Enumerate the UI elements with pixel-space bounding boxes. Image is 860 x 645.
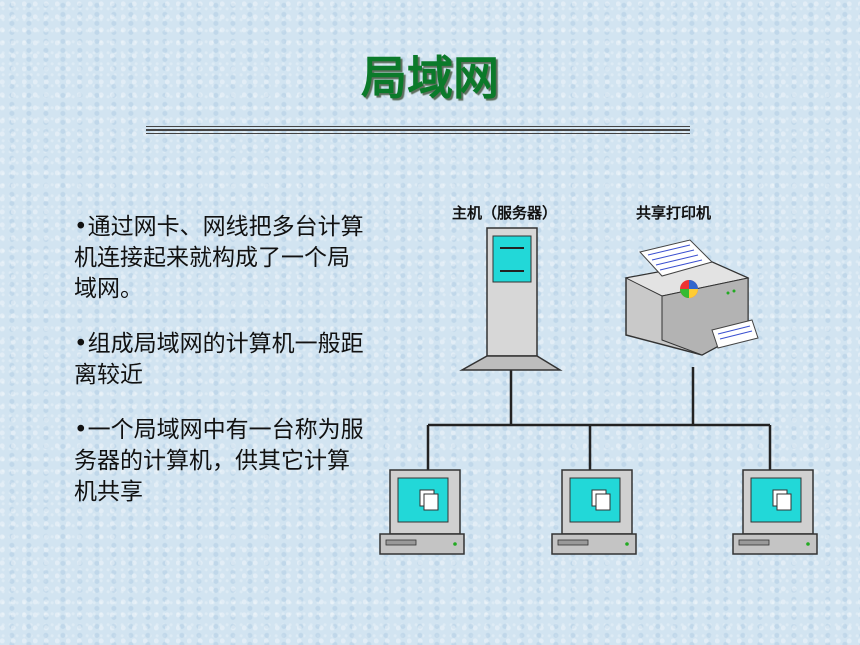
server-label: 主机（服务器） [452,204,558,222]
bullet-list: •通过网卡、网线把多台计算机连接起来就构成了一个局域网。 •组成局域网的计算机一… [74,212,364,532]
printer-icon [624,239,759,356]
workstation-right-icon [732,469,818,555]
title-divider [146,126,690,136]
bullet-item: •组成局域网的计算机一般距离较近 [74,331,364,388]
bullet-item: •一个局域网中有一台称为服务器的计算机，供其它计算机共享 [74,417,364,505]
network-cables [426,367,772,472]
page-title: 局域网 [361,51,499,105]
workstation-left-icon [379,469,465,555]
workstation-middle-icon [551,469,637,555]
bullet-item: •通过网卡、网线把多台计算机连接起来就构成了一个局域网。 [74,214,364,302]
server-icon [459,227,563,371]
printer-label: 共享打印机 [636,204,712,222]
